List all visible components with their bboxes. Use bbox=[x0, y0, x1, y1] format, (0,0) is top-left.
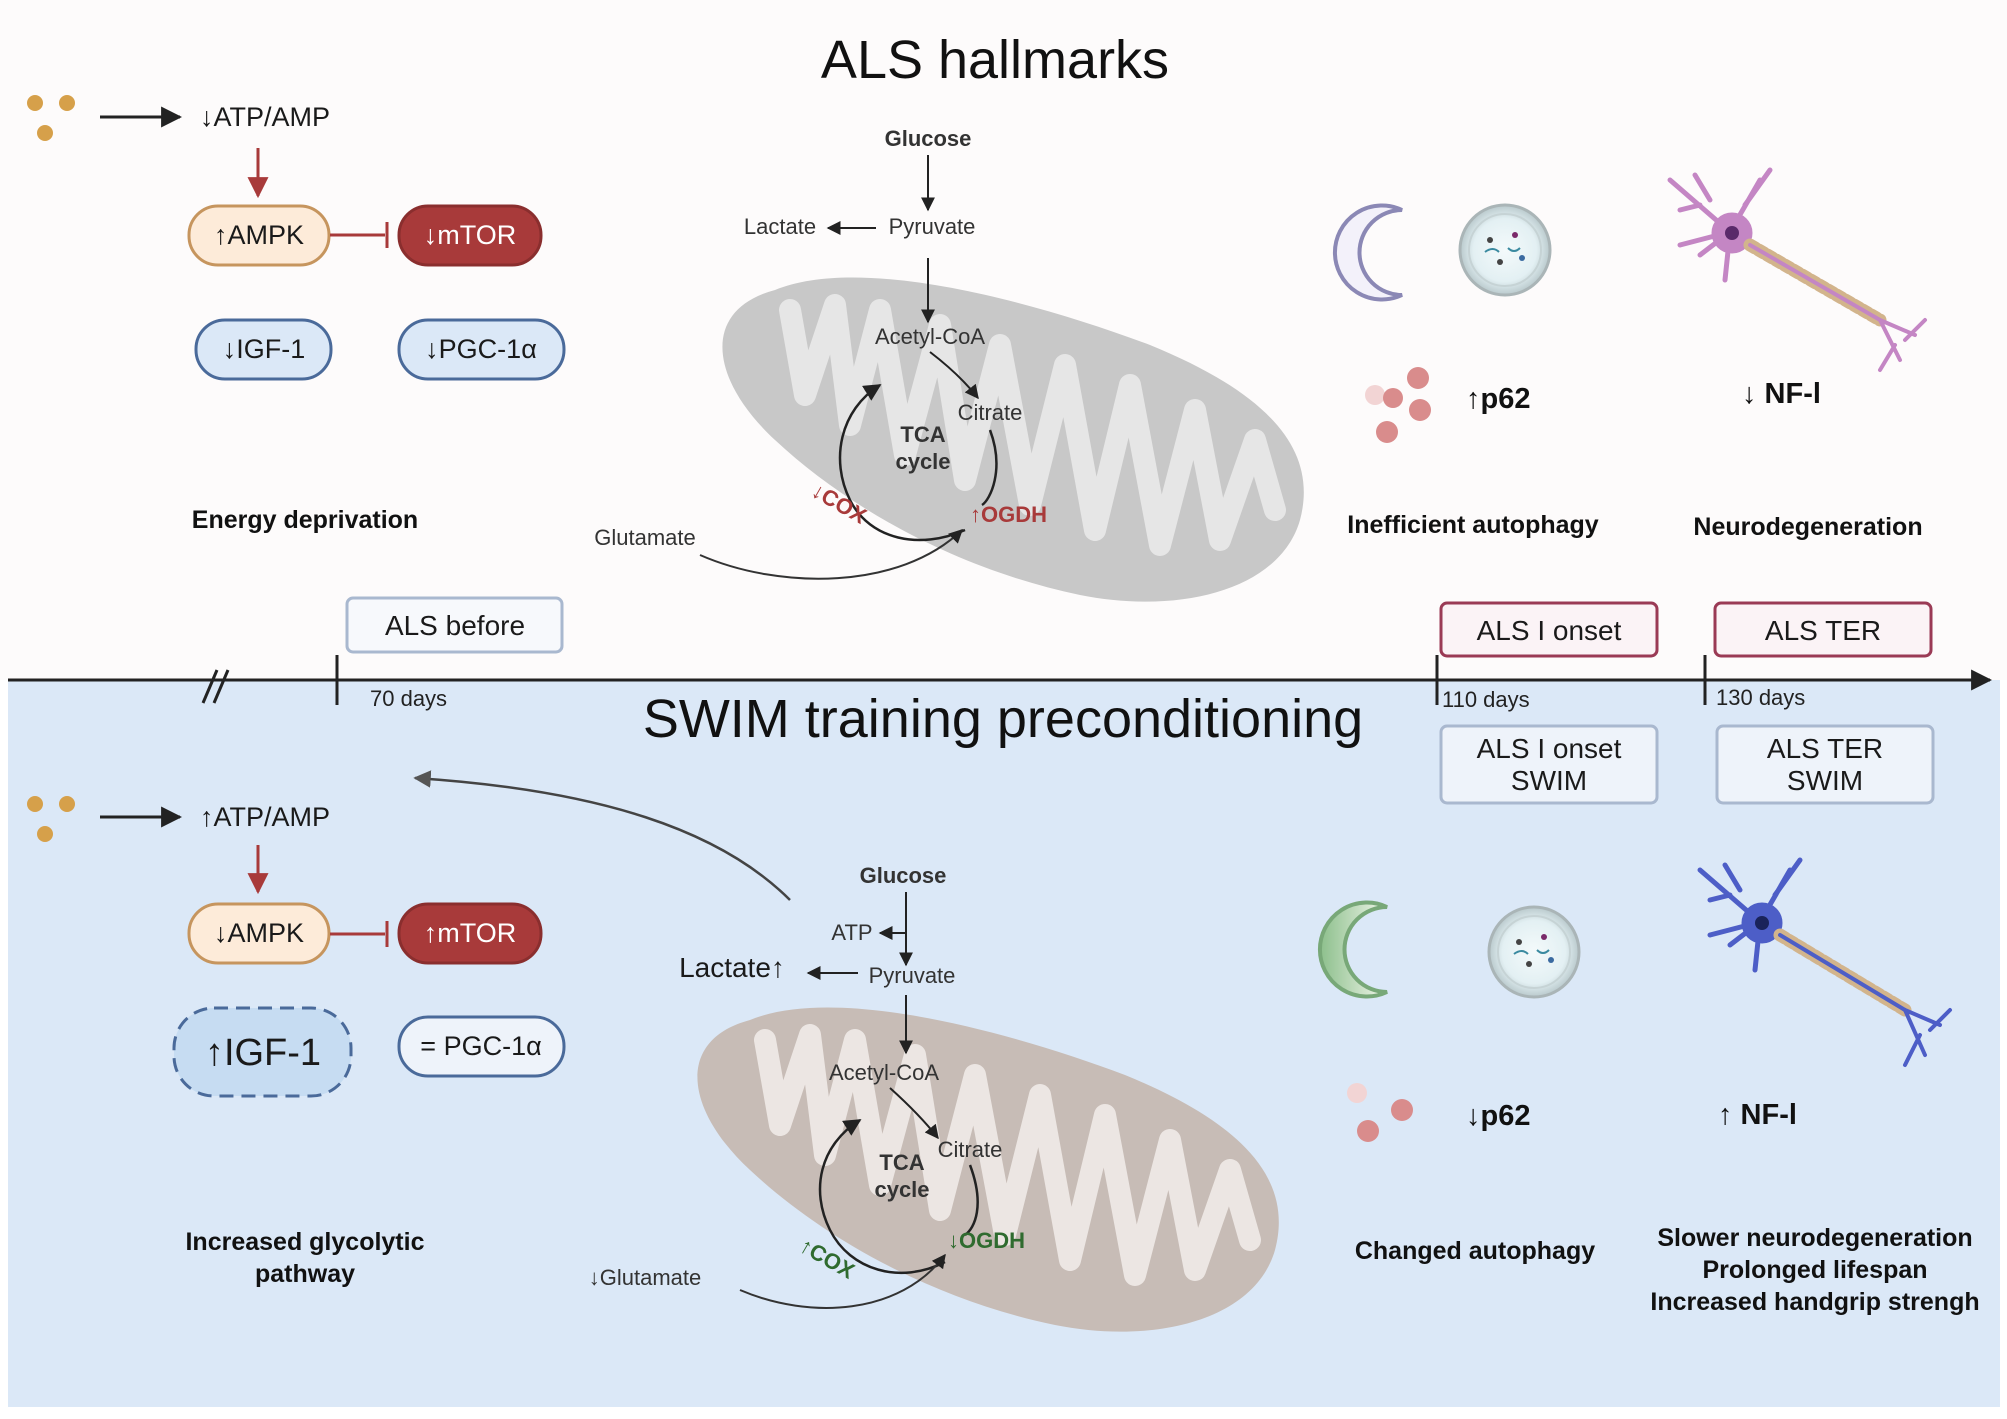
als-onset-swim-label-1: ALS I onset bbox=[1477, 733, 1622, 764]
tca-cycle-arrow-bottom bbox=[818, 1120, 979, 1275]
als-onset-swim-label-2: SWIM bbox=[1511, 765, 1587, 796]
mtor-pill-bottom bbox=[397, 902, 543, 965]
als-ter-box bbox=[1713, 601, 1933, 658]
mtor-pill bbox=[397, 204, 543, 267]
tca-label-2: cycle bbox=[895, 449, 950, 474]
glutamate-arrow bbox=[699, 529, 964, 580]
atp-amp-ratio-bottom: ↑ATP/AMP bbox=[200, 802, 330, 832]
top-title: ALS hallmarks bbox=[821, 30, 1169, 90]
mitochondrion-top bbox=[722, 277, 1304, 602]
als-ter-swim-label-2: SWIM bbox=[1787, 765, 1863, 796]
glycolytic-caption-2: pathway bbox=[255, 1260, 355, 1288]
igf1-pill bbox=[194, 318, 333, 381]
ampk-label: ↑AMPK bbox=[214, 220, 304, 250]
autophagy-caption-bottom: Changed autophagy bbox=[1355, 1237, 1595, 1265]
phagophore-icon bbox=[1332, 203, 1403, 302]
igf1-pill-bottom bbox=[172, 1006, 353, 1098]
mtor-label-bottom: ↑mTOR bbox=[424, 918, 517, 948]
pgc-label-bottom: = PGC-1α bbox=[420, 1031, 541, 1061]
glutamate-label: Glutamate bbox=[594, 525, 696, 550]
energy-caption: Energy deprivation bbox=[192, 506, 418, 534]
ampk-pill bbox=[187, 204, 331, 267]
bottom-title: SWIM training preconditioning bbox=[643, 689, 1363, 749]
glycolytic-caption-1: Increased glycolytic bbox=[185, 1228, 424, 1256]
feedback-arrow bbox=[413, 770, 791, 901]
als-before-label: ALS before bbox=[385, 610, 525, 641]
als-ter-swim-box bbox=[1715, 724, 1935, 805]
als-onset-swim-box bbox=[1439, 724, 1659, 805]
als-before-box bbox=[345, 596, 564, 654]
neuro-caption-1-bottom: Slower neurodegeneration bbox=[1657, 1224, 1972, 1252]
p62-marker: ↑p62 bbox=[1466, 383, 1530, 415]
axis-break-icon bbox=[201, 669, 230, 704]
day-110-label: 110 days bbox=[1442, 687, 1530, 712]
atp-label-bottom: ATP bbox=[831, 920, 872, 945]
lactate-label: Lactate bbox=[744, 214, 816, 239]
phagophore-icon-bottom bbox=[1317, 900, 1388, 999]
p62-particles-icon-bottom bbox=[1347, 1083, 1413, 1142]
energy-dots-icon bbox=[27, 95, 75, 141]
autophagosome-icon bbox=[1458, 203, 1552, 297]
tca-cycle-arrow bbox=[838, 385, 998, 542]
neuron-icon bbox=[1667, 167, 1927, 372]
pgc-label: ↓PGC-1α bbox=[425, 334, 537, 364]
acetyl-to-citrate-arrow-bottom bbox=[889, 1087, 939, 1140]
neuro-caption-3-bottom: Increased handgrip strengh bbox=[1650, 1288, 1979, 1316]
tca-label-1-bottom: TCA bbox=[879, 1150, 924, 1175]
acetyl-coa-label: Acetyl-CoA bbox=[875, 324, 985, 349]
atp-amp-ratio: ↓ATP/AMP bbox=[200, 102, 330, 132]
pgc-pill bbox=[397, 318, 566, 381]
neuro-caption-2-bottom: Prolonged lifespan bbox=[1702, 1256, 1927, 1284]
day-130-label: 130 days bbox=[1716, 685, 1805, 710]
ampk-pill-bottom bbox=[187, 902, 331, 965]
igf1-label: ↓IGF-1 bbox=[223, 334, 306, 364]
tca-label-2-bottom: cycle bbox=[874, 1177, 929, 1202]
ampk-label-bottom: ↓AMPK bbox=[214, 918, 304, 948]
energy-dots-icon-bottom bbox=[27, 796, 75, 842]
autophagosome-icon-bottom bbox=[1487, 905, 1581, 999]
igf1-label-bottom: ↑IGF-1 bbox=[205, 1032, 321, 1074]
acetyl-coa-label-bottom: Acetyl-CoA bbox=[829, 1060, 939, 1085]
glutamate-label-bottom: ↓Glutamate bbox=[589, 1265, 702, 1290]
ogdh-label-bottom: ↓OGDH bbox=[948, 1228, 1025, 1253]
mtor-label: ↓mTOR bbox=[424, 220, 517, 250]
citrate-label: Citrate bbox=[958, 400, 1023, 425]
day-70-label: 70 days bbox=[370, 686, 447, 711]
glucose-label: Glucose bbox=[885, 126, 972, 151]
autophagy-caption: Inefficient autophagy bbox=[1347, 511, 1599, 539]
mitochondrion-bottom bbox=[697, 1007, 1279, 1332]
tca-label-1: TCA bbox=[900, 422, 945, 447]
acetyl-to-citrate-arrow bbox=[929, 351, 979, 400]
neuron-icon-bottom bbox=[1697, 857, 1952, 1067]
neuro-caption: Neurodegeneration bbox=[1693, 513, 1922, 541]
nfl-marker: ↓ NF-l bbox=[1742, 378, 1821, 410]
p62-particles-icon bbox=[1365, 367, 1431, 443]
p62-marker-bottom: ↓p62 bbox=[1466, 1100, 1530, 1132]
als-ter-label: ALS TER bbox=[1765, 615, 1881, 646]
als-onset-label: ALS I onset bbox=[1477, 615, 1622, 646]
pyruvate-label-bottom: Pyruvate bbox=[869, 963, 956, 988]
citrate-label-bottom: Citrate bbox=[938, 1137, 1003, 1162]
nfl-marker-bottom: ↑ NF-l bbox=[1718, 1099, 1797, 1131]
glucose-label-bottom: Glucose bbox=[860, 863, 947, 888]
als-ter-swim-label-1: ALS TER bbox=[1767, 733, 1883, 764]
pyruvate-label: Pyruvate bbox=[889, 214, 976, 239]
ogdh-label: ↑OGDH bbox=[970, 502, 1047, 527]
pgc-pill-bottom bbox=[397, 1015, 566, 1078]
glutamate-arrow-bottom bbox=[739, 1253, 946, 1309]
lactate-label-bottom: Lactate↑ bbox=[679, 952, 785, 983]
als-onset-box bbox=[1439, 601, 1659, 658]
